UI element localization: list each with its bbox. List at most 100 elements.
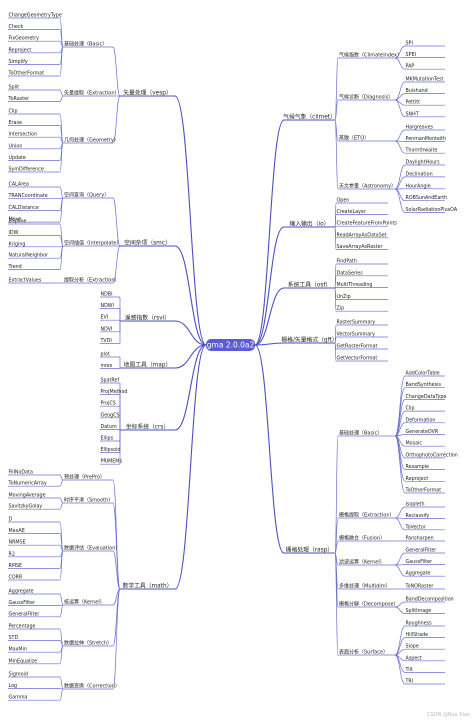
group-node[interactable]: 空间插值（Interpolate）: [64, 240, 121, 247]
leaf-node[interactable]: STD: [9, 635, 19, 641]
module-node[interactable]: 栅格处理（rasp）: [286, 546, 333, 554]
leaf-node[interactable]: GaussFilter: [9, 600, 36, 606]
leaf-node[interactable]: Buishand: [406, 88, 428, 94]
group-node[interactable]: 时序平滑（Smooth）: [64, 497, 113, 504]
leaf-node[interactable]: Gamma: [9, 695, 28, 701]
leaf-node[interactable]: Kriging: [9, 241, 26, 247]
leaf-node[interactable]: NRMSE: [9, 540, 26, 546]
leaf-node[interactable]: BSpline: [9, 219, 27, 225]
leaf-node[interactable]: Aspect: [406, 655, 422, 661]
leaf-node[interactable]: TRANCoordinate: [8, 193, 48, 199]
leaf-node[interactable]: Trend: [8, 264, 22, 270]
leaf-node[interactable]: GetRasterFormat: [337, 344, 378, 350]
leaf-node[interactable]: ToNORaster: [405, 584, 434, 590]
leaf-node[interactable]: SolarRadiationPlusOA: [406, 207, 458, 213]
leaf-node[interactable]: TRI: [405, 679, 414, 685]
module-node[interactable]: 坐标系统（crs）: [126, 423, 169, 431]
leaf-node[interactable]: SavitzkyGolay: [9, 504, 43, 510]
leaf-node[interactable]: SymDifference: [9, 167, 44, 173]
leaf-node[interactable]: Open: [337, 198, 350, 204]
leaf-node[interactable]: PRIMEMs: [101, 459, 123, 465]
leaf-node[interactable]: D: [9, 517, 13, 523]
leaf-node[interactable]: GeneralFilter: [406, 548, 437, 554]
module-node[interactable]: 系统工具（osf）: [288, 281, 331, 289]
group-node[interactable]: 数据拉伸（Stretch）: [64, 640, 112, 647]
leaf-node[interactable]: SPI: [406, 41, 413, 47]
leaf-node[interactable]: CreateLayer: [337, 209, 366, 215]
leaf-node[interactable]: Isopleth: [406, 502, 425, 508]
leaf-node[interactable]: SaveArrayAsRaster: [337, 244, 383, 250]
leaf-node[interactable]: Sigmoid: [9, 672, 28, 678]
leaf-node[interactable]: Percentage: [9, 624, 36, 630]
group-node[interactable]: 气候诊断（Diagnosis）: [339, 94, 393, 101]
leaf-node[interactable]: Thornthwaite: [405, 148, 438, 154]
leaf-node[interactable]: BandSynthesis: [406, 382, 442, 388]
leaf-node[interactable]: Move: [9, 217, 22, 223]
leaf-node[interactable]: ProjCS: [101, 401, 116, 407]
leaf-node[interactable]: Ellipsoid: [101, 447, 121, 453]
leaf-node[interactable]: ToRaster: [8, 96, 30, 102]
leaf-node[interactable]: ToNumericArray: [8, 481, 47, 487]
leaf-node[interactable]: GeogCS: [101, 412, 120, 418]
leaf-node[interactable]: CreateFeatureFromPoints: [337, 221, 398, 227]
module-node[interactable]: 栅格/矢量格式（gft）: [281, 336, 337, 344]
leaf-node[interactable]: R2: [9, 551, 15, 557]
leaf-node[interactable]: MaxMin: [9, 647, 27, 653]
leaf-node[interactable]: NaturalNeighbor: [9, 253, 49, 259]
leaf-node[interactable]: inres: [101, 363, 113, 369]
leaf-node[interactable]: RMSE: [9, 563, 23, 569]
leaf-node[interactable]: Tilt: [405, 667, 413, 673]
leaf-node[interactable]: Resample: [406, 464, 430, 470]
module-node[interactable]: 矢量处理（vesp）: [123, 89, 171, 97]
group-node[interactable]: 气候指数（ClimateIndex）: [339, 52, 402, 59]
leaf-node[interactable]: NDVI: [101, 326, 113, 332]
leaf-node[interactable]: Zip: [337, 306, 345, 312]
leaf-node[interactable]: ChangeGeometryType: [9, 13, 62, 19]
group-node[interactable]: 栅格分解（Decompose）: [339, 601, 399, 608]
leaf-node[interactable]: BandDecomposition: [406, 597, 454, 603]
leaf-node[interactable]: SNHT: [406, 111, 419, 117]
root-node[interactable]: gma 2.0.0a2: [206, 339, 255, 351]
group-node[interactable]: 数据评估（Evaluation）: [64, 545, 120, 552]
leaf-node[interactable]: Reclassify: [406, 513, 430, 519]
group-node[interactable]: 矢量提取（Extraction）: [64, 90, 120, 97]
leaf-node[interactable]: SplitImage: [406, 608, 432, 614]
leaf-node[interactable]: HillShade: [406, 632, 429, 638]
leaf-node[interactable]: NDBI: [101, 292, 113, 298]
leaf-node[interactable]: Simplify: [9, 59, 28, 65]
group-node[interactable]: 表面分析（Surface）: [339, 649, 388, 656]
leaf-node[interactable]: SPEI: [406, 52, 416, 58]
leaf-node[interactable]: Reproject: [9, 47, 32, 53]
leaf-node[interactable]: ToOtherFormat: [405, 488, 442, 494]
leaf-node[interactable]: Mosaic: [406, 441, 423, 447]
leaf-node[interactable]: Clip: [406, 406, 415, 412]
leaf-node[interactable]: MaxAE: [9, 528, 25, 534]
leaf-node[interactable]: DataSeries: [337, 270, 364, 276]
group-node[interactable]: 天文参量（Astronomy）: [339, 183, 396, 190]
leaf-node[interactable]: Aggregate: [406, 571, 431, 577]
group-node[interactable]: 栅格提取（Extraction）: [339, 512, 395, 519]
leaf-node[interactable]: TVDI: [100, 338, 112, 344]
leaf-node[interactable]: Roughness: [406, 621, 433, 627]
leaf-node[interactable]: Split: [9, 85, 20, 91]
leaf-node[interactable]: SpatRef: [101, 378, 120, 384]
group-node[interactable]: 栅格融合（Fusion）: [339, 535, 385, 542]
leaf-node[interactable]: Slope: [406, 644, 419, 650]
leaf-node[interactable]: ToVector: [405, 524, 426, 530]
leaf-node[interactable]: EVI: [101, 315, 109, 321]
leaf-node[interactable]: Aggregate: [9, 589, 34, 595]
leaf-node[interactable]: Hargreaves: [406, 125, 434, 131]
leaf-node[interactable]: Intersection: [9, 132, 38, 138]
leaf-node[interactable]: plot: [101, 352, 110, 358]
leaf-node[interactable]: DaylightHours: [406, 160, 441, 166]
group-node[interactable]: 核运算（Kernel）: [64, 599, 105, 606]
leaf-node[interactable]: IDW: [9, 230, 19, 236]
group-node[interactable]: 基础处理（Basic）: [64, 41, 107, 48]
leaf-node[interactable]: NDWI: [101, 303, 114, 309]
leaf-node[interactable]: MinEqualize: [9, 658, 38, 664]
leaf-node[interactable]: ToOtherFormat: [8, 71, 45, 77]
leaf-node[interactable]: GeneralFilter: [9, 611, 40, 617]
leaf-node[interactable]: MultiThreading: [337, 282, 373, 288]
leaf-node[interactable]: RasterSummary: [337, 320, 376, 326]
leaf-node[interactable]: CORR: [9, 575, 23, 581]
